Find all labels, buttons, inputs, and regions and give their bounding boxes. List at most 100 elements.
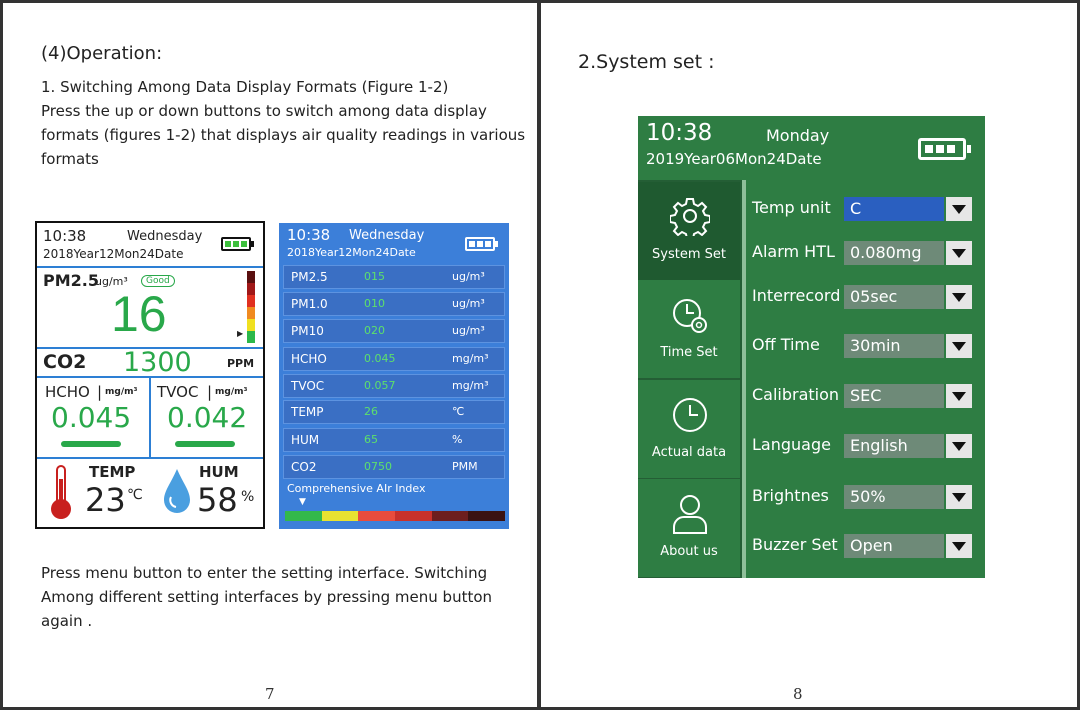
tvoc-level-bar	[175, 441, 235, 447]
row-label: TVOC	[291, 379, 325, 393]
system-set-heading: 2.System set :	[578, 51, 715, 73]
tvoc-unit: mg/m³	[215, 387, 248, 397]
setting-label: Temp unit	[752, 198, 831, 217]
setting-value[interactable]: C	[844, 197, 944, 221]
row-label: PM1.0	[291, 297, 328, 311]
temp-value: 23	[85, 481, 126, 519]
setting-calibration[interactable]: Calibration SEC	[750, 375, 980, 419]
setting-label: Alarm HTL	[752, 242, 835, 261]
hcho-label: HCHO	[45, 383, 90, 401]
clock-gear-icon	[673, 299, 707, 333]
row-value: 010	[364, 297, 385, 310]
chevron-down-icon[interactable]	[946, 197, 972, 221]
left-page: (4)Operation: 1. Switching Among Data Di…	[0, 0, 539, 710]
setting-value[interactable]: SEC	[844, 384, 944, 408]
row-value: 26	[364, 405, 378, 418]
operation-heading: (4)Operation:	[41, 43, 163, 64]
chevron-down-icon[interactable]	[946, 285, 972, 309]
tvoc-label: TVOC	[157, 383, 199, 401]
list-row-tvoc: TVOC 0.057 mg/m³	[283, 374, 505, 398]
chevron-down-icon[interactable]	[946, 534, 972, 558]
paragraph-1-line: 1. Switching Among Data Display Formats …	[41, 78, 449, 96]
paragraph-1-line: formats (figures 1-2) that displays air …	[41, 126, 526, 144]
chevron-down-icon[interactable]	[946, 434, 972, 458]
setting-language[interactable]: Language English	[750, 425, 980, 469]
screen2-date: 2018Year12Mon24Date	[287, 246, 416, 259]
setting-value[interactable]: 50%	[844, 485, 944, 509]
hcho-value: 0.045	[51, 401, 132, 434]
list-row-pm10b: PM10 020 ug/m³	[283, 319, 505, 343]
hcho-level-bar	[61, 441, 121, 447]
paragraph-2-line: Among different setting interfaces by pr…	[41, 588, 493, 606]
row-unit: ug/m³	[452, 297, 485, 310]
screen2-day: Wednesday	[349, 228, 425, 243]
chevron-down-icon[interactable]	[946, 485, 972, 509]
tvoc-value: 0.042	[167, 401, 248, 434]
setting-label: Brightnes	[752, 486, 829, 505]
pm25-unit: ug/m³	[95, 275, 128, 288]
list-row-pm25: PM2.5 015 ug/m³	[283, 265, 505, 289]
pm25-panel: PM2.5 ug/m³ Good 16 ▶	[37, 269, 263, 347]
list-row-hcho: HCHO 0.045 mg/m³	[283, 347, 505, 371]
setting-alarm-htl[interactable]: Alarm HTL 0.080mg	[750, 232, 980, 276]
menu-label: Actual data	[651, 445, 727, 460]
setting-value[interactable]: 05sec	[844, 285, 944, 309]
pm25-label: PM2.5	[43, 271, 99, 290]
chevron-down-icon[interactable]	[946, 334, 972, 358]
air-quality-scale	[247, 271, 255, 343]
chevron-down-icon[interactable]	[946, 384, 972, 408]
co2-value: 1300	[123, 347, 192, 378]
index-pointer-icon: ▼	[299, 497, 306, 507]
menu-item-system-set[interactable]: System Set	[638, 182, 740, 280]
setting-brightness[interactable]: Brightnes 50%	[750, 476, 980, 520]
row-value: 0750	[364, 460, 392, 473]
row-label: PM10	[291, 324, 324, 338]
menu-item-time-set[interactable]: Time Set	[638, 280, 740, 378]
hcho-unit: mg/m³	[105, 387, 138, 397]
row-label: PM2.5	[291, 270, 328, 284]
setting-value[interactable]: 30min	[844, 334, 944, 358]
row-value: 015	[364, 270, 385, 283]
list-row-pm10: PM1.0 010 ug/m³	[283, 292, 505, 316]
screen3-date: 2019Year06Mon24Date	[646, 150, 822, 168]
screen3-day: Monday	[766, 126, 830, 145]
row-label: TEMP	[291, 405, 324, 419]
setting-value[interactable]: Open	[844, 534, 944, 558]
menu-item-about-us[interactable]: About us	[638, 479, 740, 577]
hum-value: 58	[197, 481, 238, 519]
chevron-down-icon[interactable]	[946, 241, 972, 265]
clock-icon	[673, 398, 707, 432]
screen1-header: 10:38 Wednesday 2018Year12Mon24Date	[37, 227, 263, 267]
co2-label: CO2	[43, 351, 87, 373]
row-unit: mg/m³	[452, 379, 489, 392]
list-row-hum: HUM 65 %	[283, 428, 505, 452]
setting-value[interactable]: English	[844, 434, 944, 458]
gear-icon	[670, 198, 710, 236]
row-label: HCHO	[291, 352, 327, 366]
page-number: 8	[793, 685, 803, 703]
paragraph-2: Press menu button to enter the setting i…	[41, 561, 492, 633]
hum-unit: %	[241, 489, 255, 505]
setting-interrecord[interactable]: Interrecord 05sec	[750, 276, 980, 320]
screen1-date: 2018Year12Mon24Date	[43, 247, 184, 261]
paragraph-2-line: again .	[41, 612, 93, 630]
setting-off-time[interactable]: Off Time 30min	[750, 325, 980, 369]
setting-value[interactable]: 0.080mg	[844, 241, 944, 265]
setting-buzzer[interactable]: Buzzer Set Open	[750, 525, 980, 569]
setting-label: Language	[752, 435, 831, 454]
temp-hum-panel: TEMP 23 ℃ HUM 58 %	[37, 459, 263, 527]
setting-temp-unit[interactable]: Temp unit C	[750, 188, 980, 232]
row-unit: ug/m³	[452, 324, 485, 337]
device-screen-list: 10:38 Wednesday 2018Year12Mon24Date PM2.…	[279, 223, 509, 529]
setting-label: Buzzer Set	[752, 535, 838, 554]
battery-icon	[465, 237, 498, 251]
water-drop-icon	[161, 467, 193, 515]
row-unit: PMM	[452, 460, 478, 473]
paragraph-2-line: Press menu button to enter the setting i…	[41, 564, 488, 582]
row-label: CO2	[291, 460, 317, 474]
screen3-time: 10:38	[646, 120, 713, 146]
pm25-value: 16	[111, 286, 167, 342]
menu-label: Time Set	[660, 345, 718, 360]
page-number: 7	[265, 685, 275, 703]
menu-item-actual-data[interactable]: Actual data	[638, 380, 740, 478]
